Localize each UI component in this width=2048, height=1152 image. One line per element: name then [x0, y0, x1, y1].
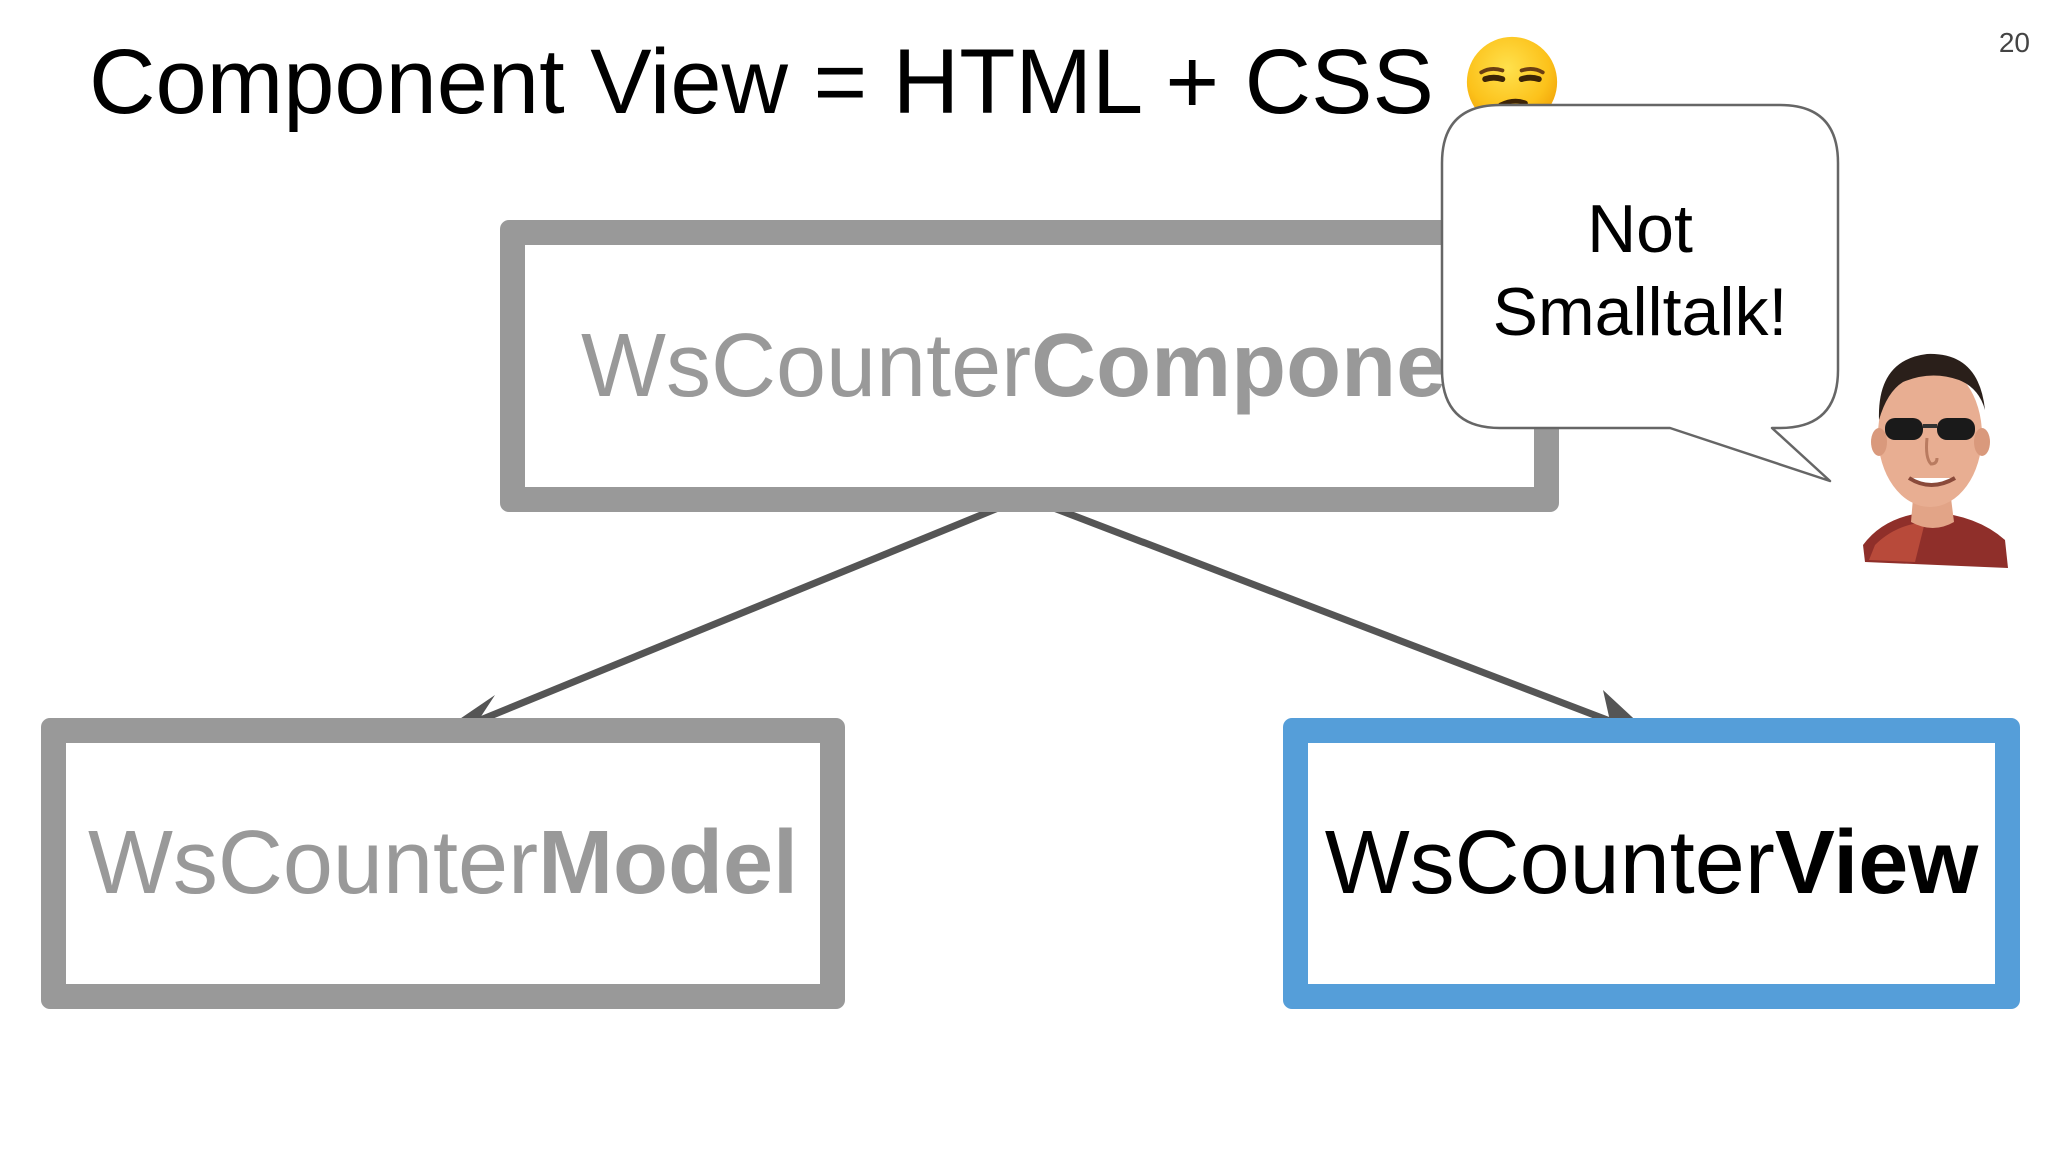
page-number: 20: [1998, 27, 2030, 58]
edge-component-to-model: [476, 493, 1027, 725]
component-box-prefix: WsCounter: [581, 315, 1032, 416]
speech-bubble-text: Not Smalltalk!: [1440, 188, 1840, 354]
speech-bubble-line-2: Smalltalk!: [1492, 274, 1788, 350]
view-box-bold: View: [1774, 813, 1979, 913]
view-box-prefix: WsCounter: [1324, 813, 1775, 913]
slide-title: Component View = HTML + CSS: [89, 31, 1434, 133]
speech-bubble-line-1: Not: [1587, 191, 1693, 267]
model-box-bold: Model: [538, 813, 799, 913]
model-box-prefix: WsCounter: [87, 813, 539, 913]
edge-component-to-view: [1023, 493, 1612, 725]
speaker-photo-icon: [1863, 353, 2008, 568]
